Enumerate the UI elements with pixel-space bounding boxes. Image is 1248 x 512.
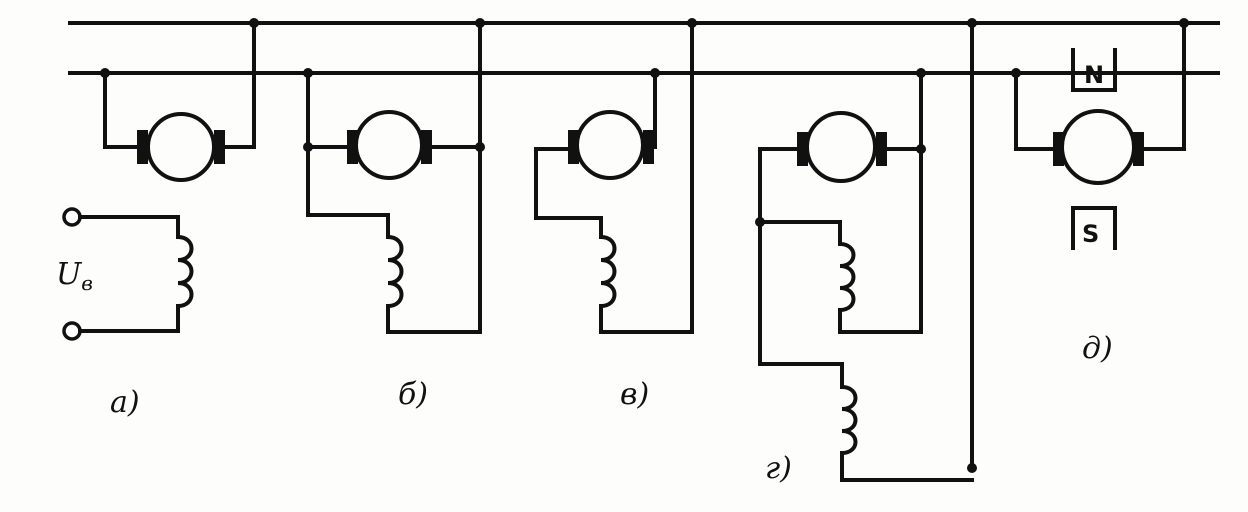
circuit-a: Uв а) [56,18,259,420]
motor-v [575,110,645,180]
label-d: д) [1082,331,1113,366]
label-a: а) [110,385,140,420]
magnet-south [1071,206,1117,250]
motor-d [1060,109,1136,185]
terminal-top [62,207,82,227]
pole-n: N [1084,61,1104,89]
circuit-d: N S д) [1011,18,1189,366]
motor-a [146,112,216,182]
pole-s: S [1082,220,1099,248]
magnet-north [1071,48,1117,92]
label-v: в) [620,377,649,412]
terminal-bottom [62,321,82,341]
motor-b [354,110,424,180]
field-coil-a [177,235,194,308]
label-g: г) [765,451,792,486]
motor-g [805,111,877,183]
shunt-coil-g [839,242,856,312]
series-coil-g [841,385,858,455]
circuit-b: б) [303,18,485,412]
voltage-label: Uв [56,257,93,295]
circuit-v: в) [534,18,697,412]
field-coil-v [600,235,617,308]
label-b: б) [398,377,428,412]
circuit-g: г) [755,18,977,486]
field-coil-b [387,235,404,308]
